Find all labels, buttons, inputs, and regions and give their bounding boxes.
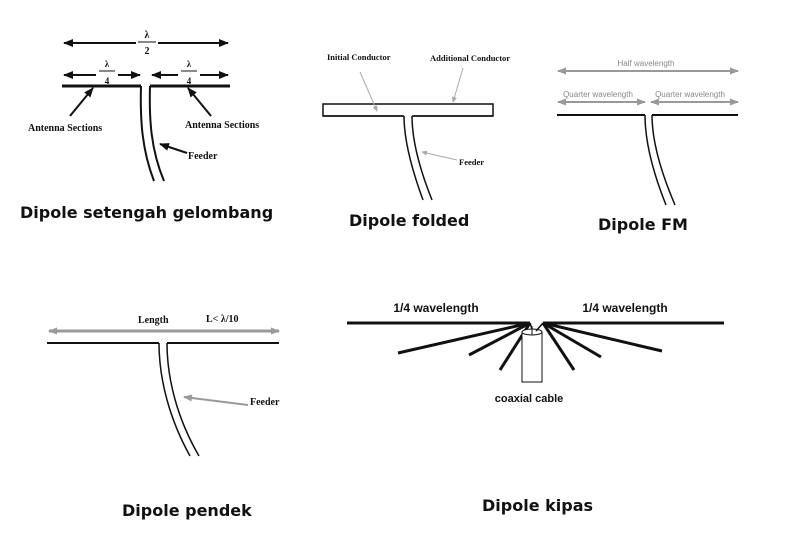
fan-quarter-wavelength-left-label: 1/4 wavelength: [393, 301, 478, 315]
folded-feeder-right: [411, 115, 433, 201]
quarter-lambda-right-denominator: 4: [187, 76, 192, 86]
folded-feeder-left: [403, 115, 424, 201]
fan-element-left-2: [468, 321, 531, 357]
quarter-wavelength-right-label: Quarter wavelength: [655, 90, 725, 99]
fan-dipole-title: Dipole kipas: [482, 496, 593, 515]
fan-element-right-3: [541, 322, 576, 371]
coax-feed-right: [535, 322, 544, 332]
initial-conductor-label: Initial Conductor: [327, 52, 391, 62]
fan-dipole-diagram: 1/4 wavelength 1/4 wavelength coaxial ca…: [347, 301, 724, 515]
antenna-section-right-pointer: [187, 87, 212, 117]
feeder-line-right: [148, 85, 165, 182]
fan-element-right-2: [542, 321, 602, 359]
short-feeder-label: Feeder: [250, 397, 280, 408]
antenna-sections-left-label: Antenna Sections: [28, 123, 102, 134]
antenna-sections-right-label: Antenna Sections: [185, 120, 259, 131]
folded-feeder-label: Feeder: [459, 157, 484, 167]
quarter-lambda-left-denominator: 4: [105, 76, 110, 86]
fan-element-left-1: [397, 321, 531, 355]
quarter-wavelength-left-label: Quarter wavelength: [563, 90, 633, 99]
folded-dipole-title: Dipole folded: [349, 211, 469, 230]
half-lambda-numerator: λ: [145, 30, 150, 41]
coax-feed-left: [529, 322, 533, 330]
half-lambda-denominator: 2: [145, 46, 150, 57]
fm-feeder-left: [644, 114, 667, 206]
folded-feeder-pointer: [421, 150, 458, 161]
short-dipole-diagram: Length L< λ/10 Feeder Dipole pendek: [47, 310, 280, 520]
half-wavelength-label: Half wavelength: [618, 59, 675, 68]
antenna-section-left-pointer: [69, 87, 94, 117]
feeder-line-left: [139, 85, 155, 182]
short-feeder-left: [158, 342, 191, 457]
fan-element-right-1: [542, 321, 663, 353]
quarter-lambda-right-numerator: λ: [187, 59, 192, 69]
initial-conductor-pointer: [359, 71, 378, 112]
folded-dipole-diagram: Initial Conductor Additional Conductor F…: [322, 52, 510, 230]
coaxial-cable-label: coaxial cable: [495, 393, 564, 405]
feeder-pointer: [159, 143, 188, 154]
length-condition-label: L< λ/10: [206, 314, 239, 325]
fm-feeder-right: [651, 114, 676, 206]
length-label: Length: [138, 315, 169, 326]
short-feeder-pointer: [183, 394, 249, 406]
short-dipole-title: Dipole pendek: [122, 501, 252, 520]
half-wave-dipole-diagram: λ 2 λ 4 λ 4 Antenna Sections Antenna Sec…: [20, 28, 273, 222]
quarter-lambda-left-numerator: λ: [105, 59, 110, 69]
fm-dipole-title: Dipole FM: [598, 215, 688, 234]
additional-conductor-label: Additional Conductor: [430, 53, 510, 63]
fm-dipole-diagram: Half wavelength Quarter wavelength Quart…: [557, 59, 739, 234]
half-wave-dipole-title: Dipole setengah gelombang: [20, 203, 273, 222]
additional-conductor-pointer: [452, 67, 464, 103]
coaxial-cable: [521, 331, 543, 383]
fan-quarter-wavelength-right-label: 1/4 wavelength: [582, 301, 667, 315]
short-feeder-right: [166, 342, 200, 457]
feeder-label: Feeder: [188, 151, 218, 162]
